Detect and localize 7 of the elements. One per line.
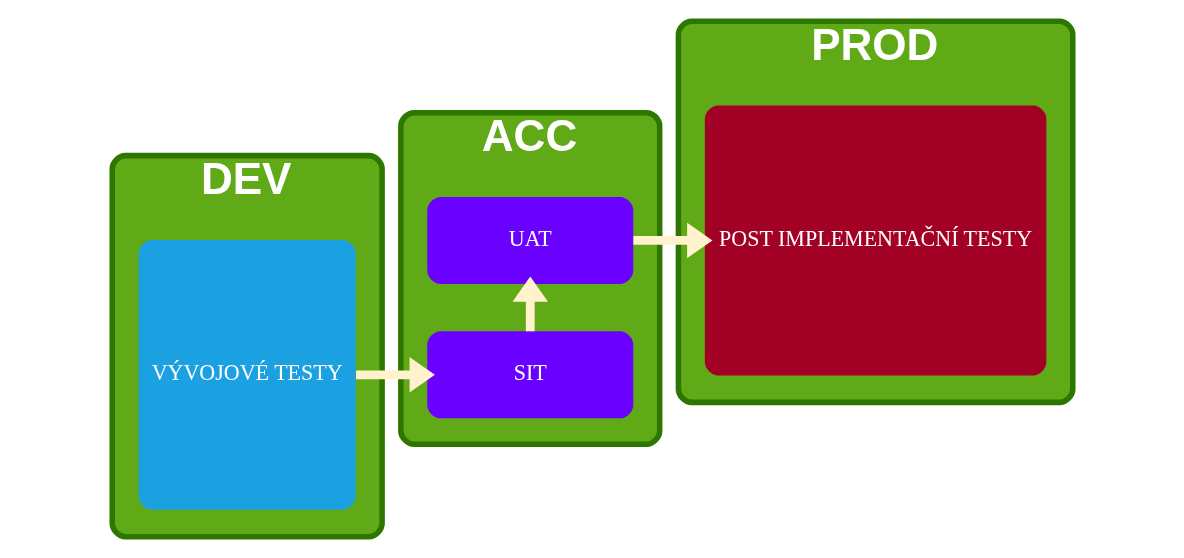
arrow xyxy=(355,357,435,393)
node-box: SIT xyxy=(426,331,633,419)
arrow xyxy=(512,276,548,332)
node-box: VÝVOJOVÉ TESTY xyxy=(138,239,356,510)
arrow xyxy=(632,222,712,259)
node-box: POST IMPLEMENTAČNÍ TESTY xyxy=(704,105,1046,376)
node-box: UAT xyxy=(426,196,633,284)
